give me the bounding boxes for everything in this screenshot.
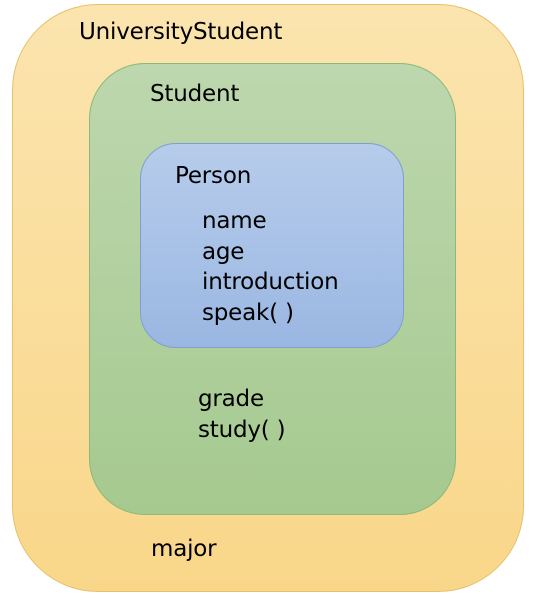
person-member-age: age — [202, 238, 245, 265]
person-member-speak: speak( ) — [202, 299, 294, 326]
student-member-list: grade study( ) — [198, 384, 286, 445]
person-member-name: name — [202, 208, 267, 234]
university-student-member-major: major — [151, 536, 217, 562]
student-member-study: study( ) — [198, 416, 286, 443]
person-member-list: name age introduction speak( ) — [202, 206, 339, 328]
person-title: Person — [175, 163, 252, 189]
student-title: Student — [150, 81, 240, 107]
person-box — [140, 143, 404, 348]
university-student-title: UniversityStudent — [79, 19, 283, 45]
person-member-introduction: introduction — [202, 269, 339, 295]
student-member-grade: grade — [198, 386, 264, 412]
